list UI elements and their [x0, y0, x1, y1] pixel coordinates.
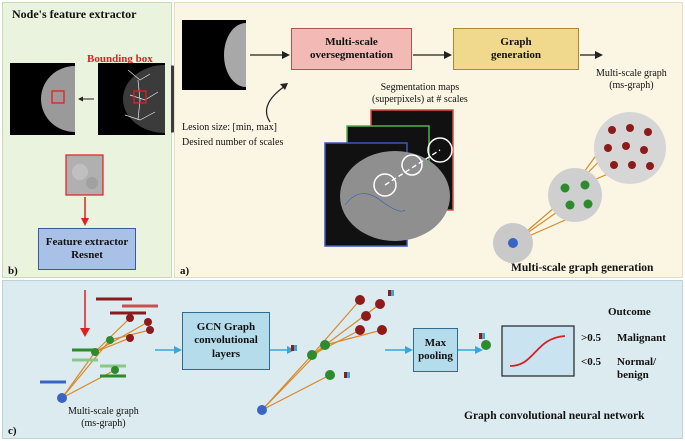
malignant-label: Malignant [617, 332, 666, 344]
oversegmentation-box: Multi-scale oversegmentation [291, 28, 412, 70]
threshold-low: <0.5 [581, 356, 602, 368]
benign-label: Normal/ benign [617, 356, 657, 381]
ms-graph-illustration [493, 112, 666, 263]
zoomed-patch [65, 154, 104, 196]
panel-c-footer: Graph convolutional neural network [464, 410, 645, 422]
graph-generation-box: Graph generation [453, 28, 579, 70]
feature-extractor-box: Feature extractor Resnet [38, 228, 136, 270]
parameters-label: Lesion size: [min, max] Desired number o… [182, 122, 284, 148]
panel-b-title: Node's feature extractor [12, 7, 137, 21]
threshold-high: >0.5 [581, 332, 602, 344]
panel-a-tag: a) [180, 265, 190, 277]
gcn-output-graph [257, 290, 394, 415]
gcn-layers-box: GCN Graph convolutional layers [182, 312, 270, 370]
sigmoid-plot [501, 325, 575, 377]
input-graph-label: Multi-scale graph (ms-graph) [68, 406, 139, 429]
panel-b-tag: b) [8, 265, 18, 277]
max-pooling-box: Max pooling [413, 328, 458, 372]
panel-c-tag: c) [8, 425, 17, 437]
segmentation-stack [324, 109, 454, 247]
segmentation-maps-label: Segmentation maps (superpixels) at # sca… [372, 82, 468, 105]
input-ms-graph [40, 297, 158, 403]
panel-a-footer: Multi-scale graph generation [511, 262, 654, 274]
bounding-box-label: Bounding box [87, 53, 153, 65]
ms-graph-output-label: Multi-scale graph (ms-graph) [596, 68, 667, 91]
pooled-node [481, 340, 491, 350]
outcome-title: Outcome [608, 306, 651, 318]
